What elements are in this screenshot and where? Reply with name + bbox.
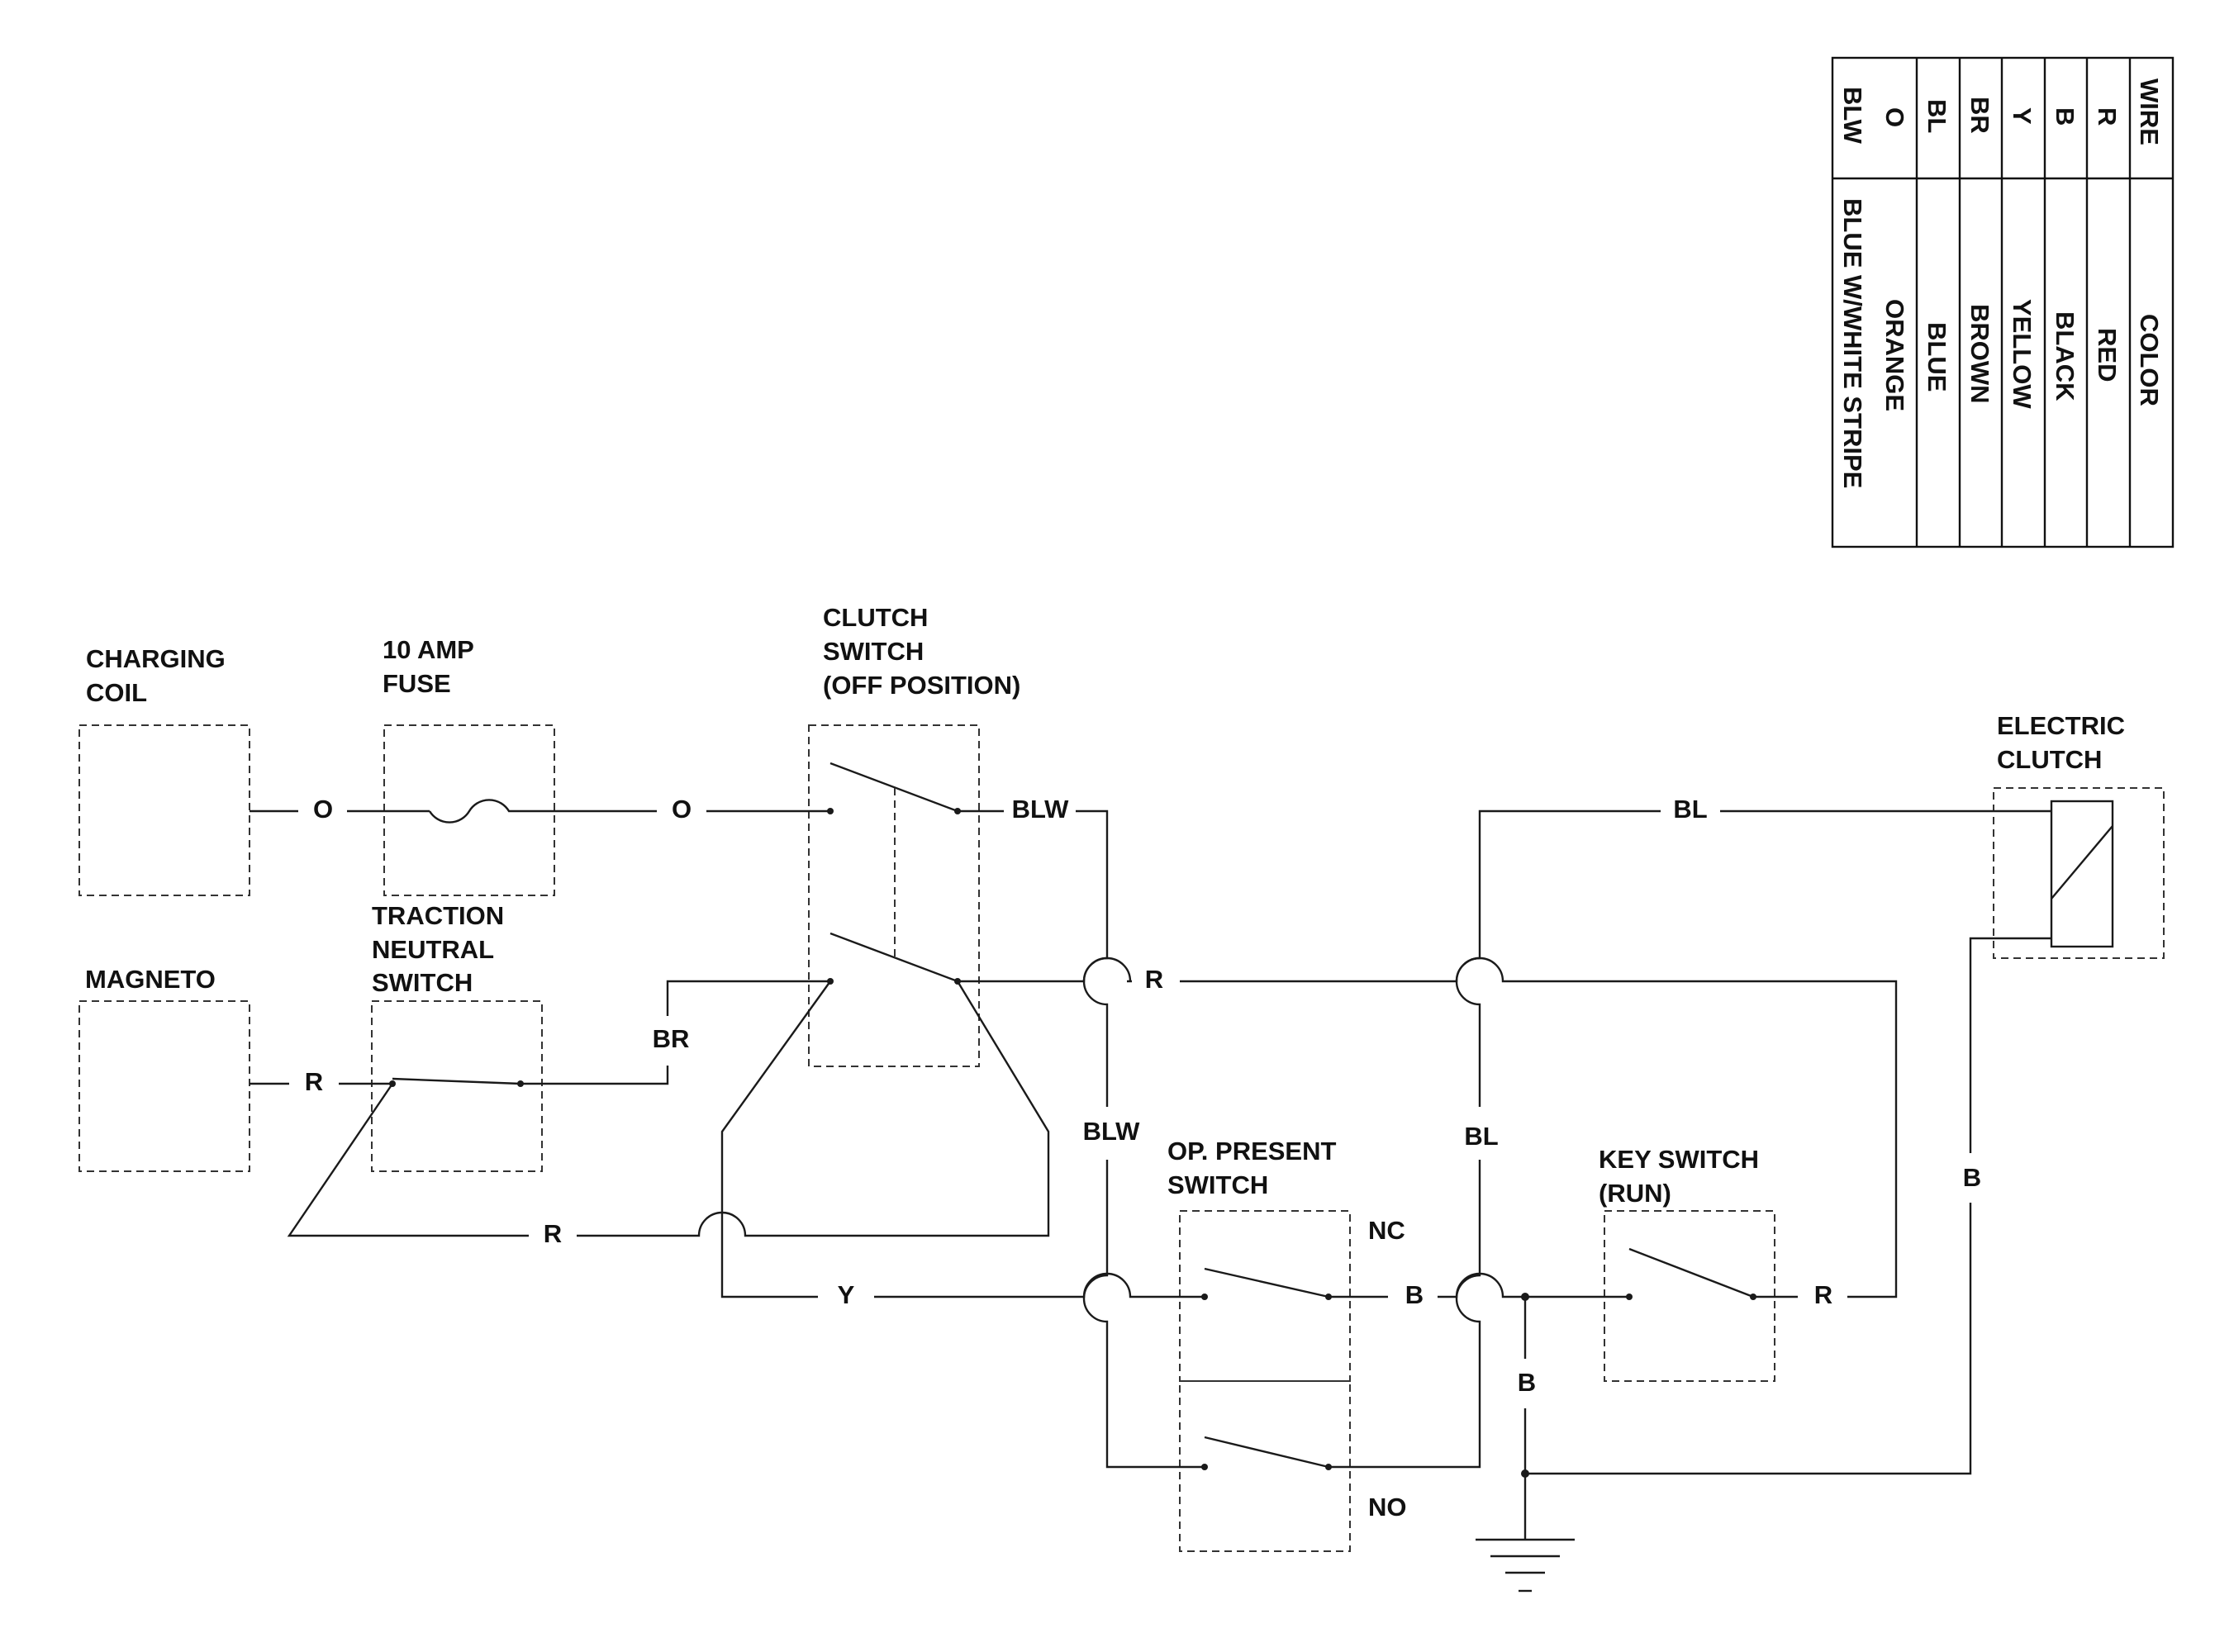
- wire-black-op-key: [1329, 1272, 1629, 1298]
- electric-clutch-coil-diagonal: [2051, 825, 2113, 900]
- ground-icon: [1476, 1538, 1575, 1593]
- legend-color-blue-white-stripe: BLUE W/WHITE STRIPE: [1838, 198, 1867, 488]
- magneto-label: MAGNETO: [85, 965, 216, 994]
- fuse-label-2: FUSE: [383, 669, 451, 698]
- legend-color-red: RED: [2093, 328, 2122, 382]
- clutch-switch-label-3: (OFF POSITION): [823, 671, 1020, 700]
- charging-coil-label-2: COIL: [86, 678, 147, 707]
- legend-color-blue: BLUE: [1923, 322, 1951, 392]
- traction-neutral-switch-box: [371, 1000, 543, 1172]
- wire-label-y: Y: [838, 1280, 855, 1309]
- component-labels: CHARGING COIL 10 AMP FUSE CLUTCH SWITCH …: [85, 603, 2125, 1521]
- legend-wire-o: O: [1880, 107, 1909, 127]
- op-switch-blade-nc: [1204, 1267, 1329, 1298]
- wire-labels: O O BLW BL R BR R BLW BL R Y B R B B: [305, 795, 1981, 1397]
- wire-color-legend: WIRE COLOR R RED B BLACK Y YELLOW BR BRO…: [1831, 56, 2175, 548]
- clutch-switch-label-2: SWITCH: [823, 637, 924, 666]
- key-switch-label-2: (RUN): [1599, 1179, 1671, 1208]
- wire-bl: [1329, 809, 2027, 1469]
- electric-clutch-label-2: CLUTCH: [1997, 745, 2102, 774]
- traction-switch-blade: [392, 1077, 521, 1085]
- op-present-switch-label-1: OP. PRESENT: [1167, 1137, 1337, 1165]
- contact-dots: [389, 808, 1756, 1478]
- wire-label-br: BR: [653, 1024, 690, 1053]
- clutch-switch-label-1: CLUTCH: [823, 603, 928, 632]
- wire-label-blw-vertical: BLW: [1083, 1117, 1141, 1146]
- wire-label-r-magneto: R: [305, 1067, 323, 1096]
- wire-label-b-right: B: [1963, 1163, 1981, 1192]
- legend-wire-r: R: [2093, 107, 2122, 126]
- legend-header-color: COLOR: [2135, 314, 2164, 406]
- fuse-symbol-icon: [428, 799, 514, 824]
- legend-color-orange: ORANGE: [1880, 299, 1909, 411]
- legend-wire-b: B: [2051, 107, 2080, 126]
- wire-label-b-op-key: B: [1405, 1280, 1424, 1309]
- wire-red-main: [958, 957, 1898, 1298]
- charging-coil-label-1: CHARGING: [86, 644, 226, 673]
- op-switch-no-label: NO: [1368, 1493, 1407, 1521]
- electric-clutch-box: [1993, 787, 2165, 959]
- clutch-switch-box: [808, 724, 980, 1067]
- clutch-switch-blade-bottom: [829, 932, 958, 983]
- wire-label-o-1: O: [313, 795, 333, 824]
- wire-label-blw-top: BLW: [1012, 795, 1070, 824]
- wire-red-bottom: [287, 980, 1050, 1237]
- magneto-box: [78, 1000, 250, 1172]
- legend-wire-y: Y: [2008, 107, 2037, 125]
- electric-clutch-label-1: ELECTRIC: [1997, 711, 2125, 740]
- legend-wire-blw: BLW: [1838, 87, 1867, 145]
- wires: [250, 762, 2114, 1593]
- key-switch-label-1: KEY SWITCH: [1599, 1145, 1759, 1174]
- wire-label-bl-top: BL: [1673, 795, 1707, 824]
- wire-black-clutch: [1525, 937, 2051, 1475]
- charging-coil-box: [78, 724, 250, 896]
- op-present-switch-label-2: SWITCH: [1167, 1170, 1268, 1199]
- traction-neutral-switch-label-1: TRACTION: [372, 901, 504, 930]
- wire-brown: [520, 980, 830, 1085]
- legend-wire-bl: BL: [1923, 99, 1951, 133]
- op-switch-blade-no: [1204, 1436, 1329, 1469]
- legend-color-brown: BROWN: [1965, 304, 1994, 404]
- wire-label-r-mid: R: [1145, 965, 1163, 994]
- wire-label-b-ground: B: [1518, 1368, 1536, 1397]
- wire-label-r-bottom: R: [544, 1219, 562, 1248]
- legend-color-yellow: YELLOW: [2008, 299, 2037, 409]
- clutch-switch-blade-top: [829, 762, 958, 813]
- fuse-label-1: 10 AMP: [383, 635, 474, 664]
- legend-wire-br: BR: [1965, 97, 1994, 134]
- wire-label-bl-vertical: BL: [1464, 1122, 1498, 1151]
- electric-clutch-coil-icon: [2050, 800, 2114, 948]
- legend-color-black: BLACK: [2051, 311, 2080, 401]
- wire-label-o-2: O: [672, 795, 692, 824]
- key-switch-blade: [1628, 1247, 1754, 1298]
- wire-yellow: [720, 980, 1205, 1298]
- legend-header-wire: WIRE: [2135, 78, 2164, 145]
- op-switch-nc-label: NC: [1368, 1216, 1405, 1245]
- wire-label-r-key: R: [1814, 1280, 1832, 1309]
- traction-neutral-switch-label-2: NEUTRAL: [372, 935, 494, 964]
- traction-neutral-switch-label-3: SWITCH: [372, 968, 473, 997]
